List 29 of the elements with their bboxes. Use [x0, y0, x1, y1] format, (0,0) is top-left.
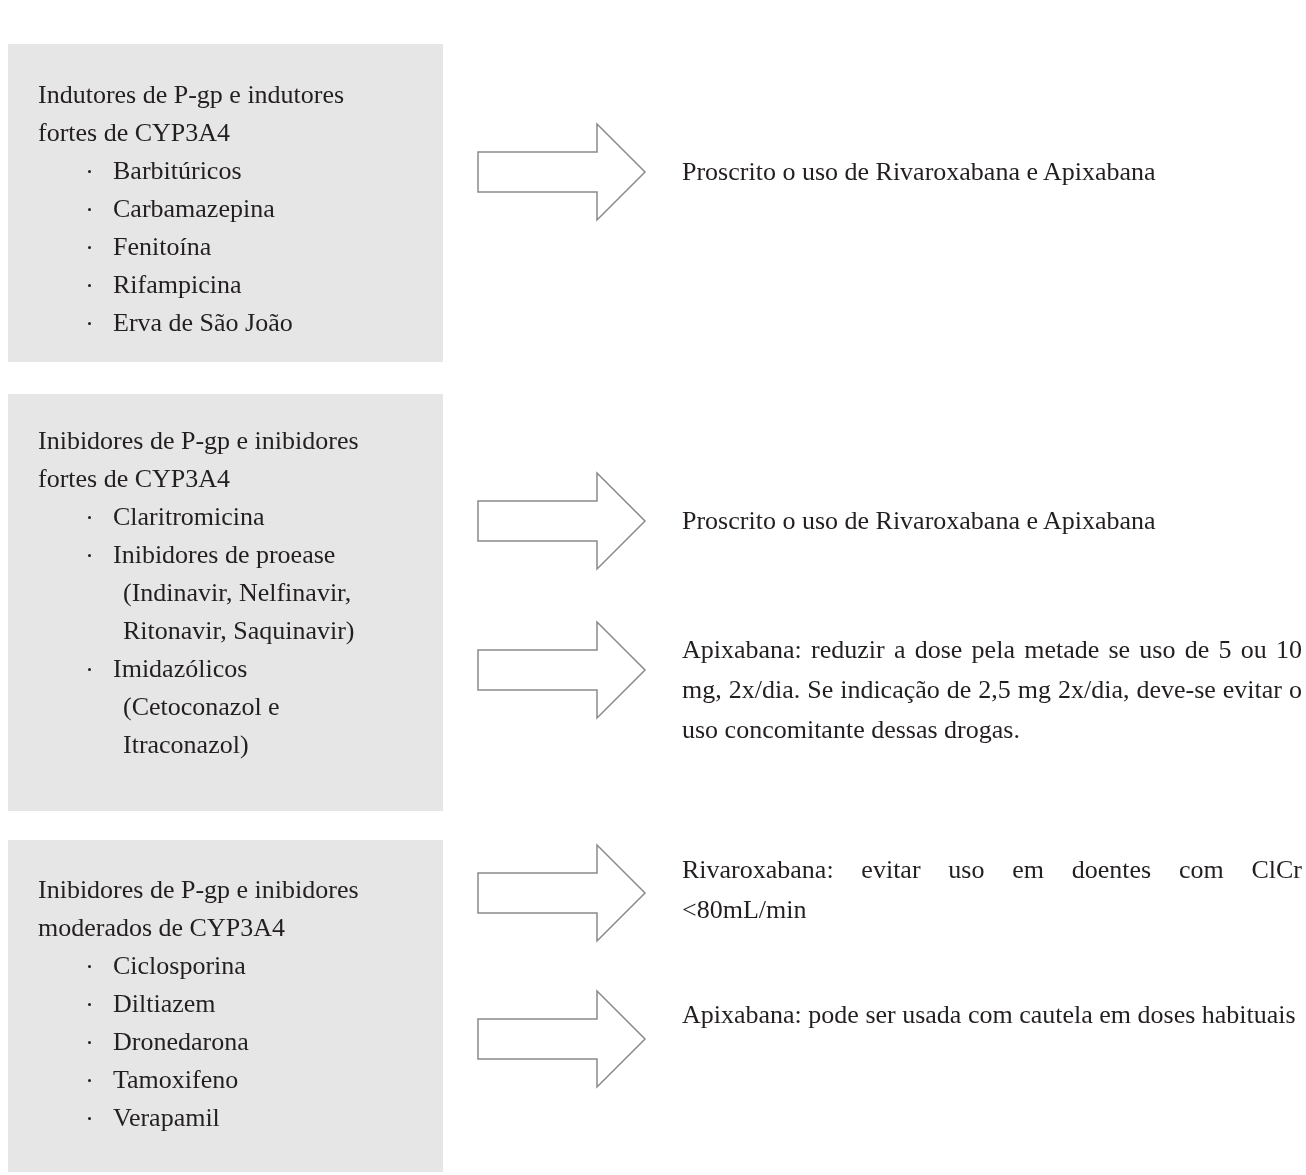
drug-group-panel	[8, 394, 443, 811]
drug-list-item: Tamoxifeno	[113, 1064, 240, 1096]
hollow-arrow	[477, 620, 647, 720]
drug-list-item: Dronedarona	[113, 1026, 250, 1058]
drug-list-item: Diltiazem	[113, 988, 217, 1020]
drug-list-item: Verapamil	[113, 1102, 221, 1134]
recommendation-text: Apixabana: reduzir a dose pela metade se uso de 5 ou 10 mg, 2x/dia. Se indicação de 2,5 mg 2x/dia, deve-se evitar o uso concomitante dessas drogas.	[682, 630, 1302, 750]
recommendation-text: Proscrito o uso de Rivaroxabana e Apixabana	[682, 152, 1302, 192]
drug-group-panel	[8, 840, 443, 1172]
recommendation-text: Proscrito o uso de Rivaroxabana e Apixabana	[682, 501, 1302, 541]
drug-list-item: Carbamazepina	[113, 193, 276, 225]
drug-list-item: Imidazólicos (Cetoconazol e Itraconazol)	[113, 653, 281, 761]
group-heading: Inibidores de P-gp e inibidores fortes de CYP3A4	[38, 425, 360, 495]
drug-list-item: Barbitúricos	[113, 155, 243, 187]
drug-list-item: Rifampicina	[113, 269, 243, 301]
drug-list-item: Erva de São João	[113, 307, 294, 339]
drug-list-item: Ciclosporina	[113, 950, 247, 982]
drug-list-item: Claritromicina	[113, 501, 266, 533]
hollow-arrow	[477, 989, 647, 1089]
recommendation-text: Apixabana: pode ser usada com cautela em doses habituais	[682, 995, 1302, 1035]
group-heading: Indutores de P-gp e indutores fortes de CYP3A4	[38, 79, 346, 149]
hollow-arrow	[477, 843, 647, 943]
group-heading: Inibidores de P-gp e inibidores moderados de CYP3A4	[38, 874, 360, 944]
hollow-arrow	[477, 471, 647, 571]
hollow-arrow	[477, 122, 647, 222]
drug-group-panel	[8, 44, 443, 362]
recommendation-text: Rivaroxabana: evitar uso em doentes com ClCr <80mL/min	[682, 850, 1302, 930]
drug-list-item: Inibidores de proease (Indinavir, Nelfinavir, Ritonavir, Saquinavir)	[113, 539, 356, 647]
drug-list-item: Fenitoína	[113, 231, 213, 263]
